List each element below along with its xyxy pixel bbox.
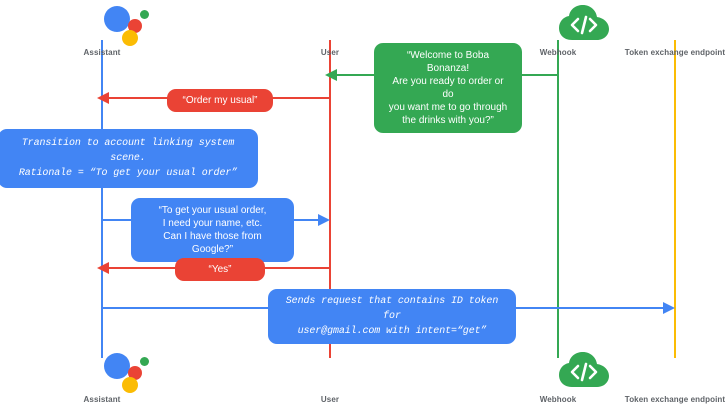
actor-user-top: User — [270, 4, 390, 58]
actor-webhook-top: Webhook — [498, 4, 618, 58]
actor-label-user-bottom: User — [320, 395, 340, 404]
bubble-need-your-name: “To get your usual order, I need your na… — [131, 198, 294, 262]
user-avatar-icon — [270, 4, 390, 46]
actor-endpoint-top: Token exchange endpoint — [615, 4, 725, 58]
bubble-need-your-name-line-1: “To get your usual order, — [158, 205, 267, 216]
actor-label-assistant-top: Assistant — [83, 48, 121, 57]
actor-label-assistant-bottom: Assistant — [83, 395, 121, 404]
note-transition-line-2: Rationale = “To get your usual order” — [18, 168, 238, 179]
actor-webhook-bottom: Webhook — [498, 351, 618, 405]
arrow-head-need-your-name — [318, 214, 330, 226]
lifeline-endpoint — [674, 40, 676, 358]
user-avatar-icon — [270, 351, 390, 393]
bubble-welcome-line-2: Are you ready to order or do — [392, 76, 504, 100]
note-sends-request-line-1: Sends request that contains ID token for — [285, 296, 499, 322]
actor-user-bottom: User — [270, 351, 390, 405]
bubble-order-my-usual: “Order my usual” — [167, 89, 273, 112]
arrow-head-order-my-usual — [97, 92, 109, 104]
note-sends-request-line-2: user@gmail.com with intent=“get” — [297, 326, 487, 337]
arrow-head-yes — [97, 262, 109, 274]
note-sends-request: Sends request that contains ID token for… — [268, 289, 516, 344]
arrow-head-sends-request — [663, 302, 675, 314]
lifeline-assistant — [101, 40, 103, 358]
bubble-welcome-line-3: you want me to go through — [388, 102, 508, 113]
actor-label-webhook-bottom: Webhook — [539, 395, 577, 404]
google-assistant-icon — [42, 351, 162, 393]
bubble-welcome-line-1: “Welcome to Boba Bonanza! — [406, 50, 490, 74]
actor-label-webhook-top: Webhook — [539, 48, 577, 57]
bubble-need-your-name-line-3: Can I have those from Google?” — [163, 231, 262, 255]
bubble-yes: “Yes” — [175, 258, 265, 281]
bubble-yes-line-1: “Yes” — [208, 264, 232, 275]
actor-assistant-bottom: Assistant — [42, 351, 162, 405]
google-assistant-icon — [42, 4, 162, 46]
arrow-head-welcome — [325, 69, 337, 81]
actor-label-endpoint-bottom: Token exchange endpoint — [624, 395, 725, 404]
bubble-order-my-usual-line-1: “Order my usual” — [182, 95, 258, 106]
bubble-need-your-name-line-2: I need your name, etc. — [162, 218, 263, 229]
bubble-welcome-line-4: the drinks with you?” — [402, 115, 494, 126]
lifeline-webhook — [557, 40, 559, 358]
note-transition: Transition to account linking system sce… — [0, 129, 258, 188]
lifeline-user — [329, 40, 331, 358]
cloud-code-icon — [498, 351, 618, 393]
actor-endpoint-bottom: Token exchange endpoint — [615, 351, 725, 405]
download-box-icon — [615, 4, 725, 46]
bubble-welcome: “Welcome to Boba Bonanza! Are you ready … — [374, 43, 522, 133]
actor-assistant-top: Assistant — [42, 4, 162, 58]
actor-label-endpoint-top: Token exchange endpoint — [624, 48, 725, 57]
actor-label-user-top: User — [320, 48, 340, 57]
download-box-icon — [615, 351, 725, 393]
note-transition-line-1: Transition to account linking system sce… — [21, 138, 235, 164]
cloud-code-icon — [498, 4, 618, 46]
